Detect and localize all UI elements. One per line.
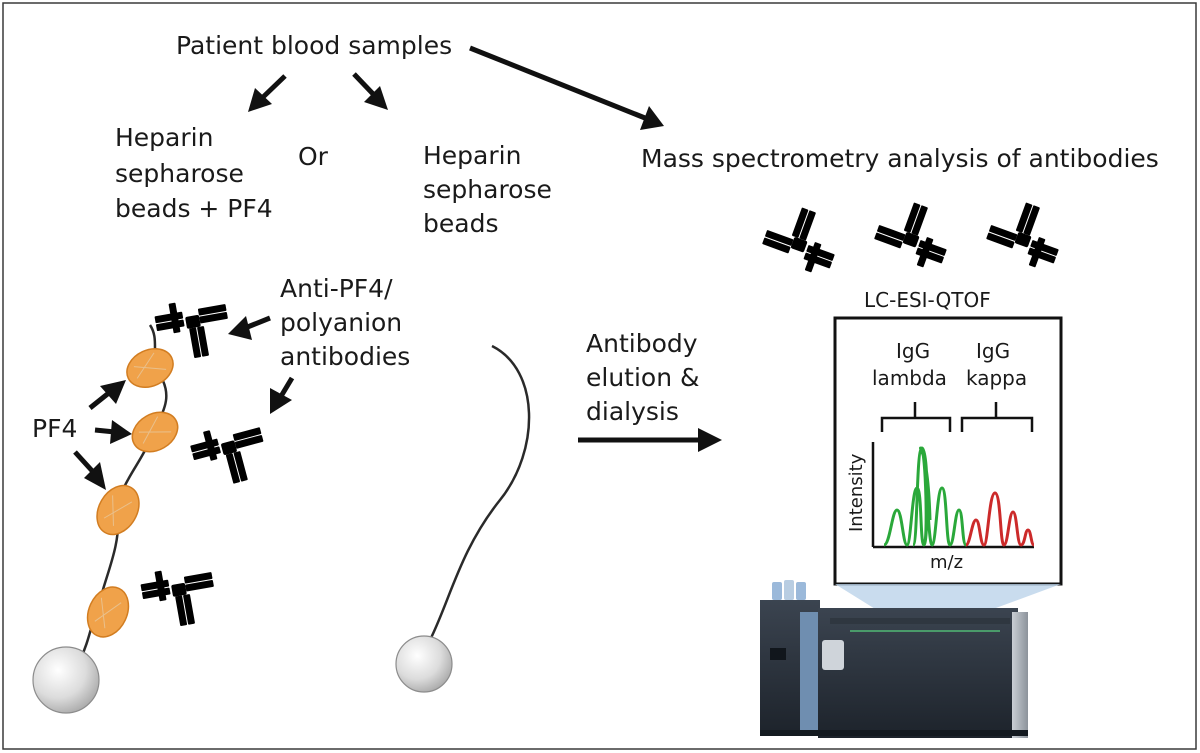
- igg-kappa-label-line1: IgG: [976, 339, 1010, 363]
- spectrum-axes: [871, 442, 1034, 549]
- igg-kappa-label-line2: kappa: [966, 366, 1027, 390]
- antibody-icon-group: [758, 193, 1071, 278]
- lambda-peaks: [883, 446, 968, 547]
- igg-lambda-label-line2: lambda: [872, 366, 947, 390]
- or-label: Or: [298, 142, 329, 171]
- mass-spectrometer-icon: [760, 580, 1028, 738]
- peak-brackets: [880, 402, 1034, 432]
- kappa-peaks: [964, 491, 1035, 547]
- heparin-label-line3: beads: [423, 209, 498, 238]
- mz-axis-label: m/z: [930, 552, 963, 573]
- instrument-beam: [835, 584, 1061, 612]
- sepharose-bead-icon-plain: [395, 635, 453, 693]
- anti-pf4-label-line1: Anti-PF4/: [280, 274, 393, 303]
- elution-label-line3: dialysis: [586, 397, 679, 426]
- arrow-to-top-antibody: [228, 315, 271, 340]
- intensity-axis-label: Intensity: [846, 453, 867, 532]
- heparin-chain-plain: [428, 344, 531, 641]
- anti-pf4-label-line3: antibodies: [280, 342, 410, 371]
- pf4-label: PF4: [32, 414, 77, 443]
- arrow-to-heparin: [352, 72, 388, 110]
- arrow-to-heparin-pf4: [248, 74, 287, 112]
- heparin-label-line1: Heparin: [423, 141, 521, 170]
- elution-label-line1: Antibody: [586, 329, 698, 358]
- arrow-to-mass-spec: [469, 45, 664, 130]
- heparin-label-line2: sepharose: [423, 175, 552, 204]
- mass-spec-label: Mass spectrometry analysis of antibodies: [641, 144, 1159, 173]
- heparin-pf4-label-line3: beads + PF4: [115, 194, 273, 223]
- antibody-icon: [138, 294, 273, 632]
- anti-pf4-label-line2: polyanion: [280, 308, 402, 337]
- heparin-pf4-label-line1: Heparin: [115, 123, 213, 152]
- elution-label-line2: elution &: [586, 363, 700, 392]
- heparin-pf4-label-line2: sepharose: [115, 159, 244, 188]
- elution-arrow: [578, 428, 722, 452]
- igg-lambda-label-line1: IgG: [896, 339, 930, 363]
- patient-samples-label: Patient blood samples: [176, 31, 452, 60]
- arrow-to-mid-antibody: [270, 376, 295, 414]
- pf4-arrows: [73, 380, 132, 490]
- lc-esi-qtof-label: LC-ESI-QTOF: [864, 288, 991, 312]
- pf4-protein-icon: [86, 348, 179, 638]
- sepharose-bead-icon: [32, 646, 100, 714]
